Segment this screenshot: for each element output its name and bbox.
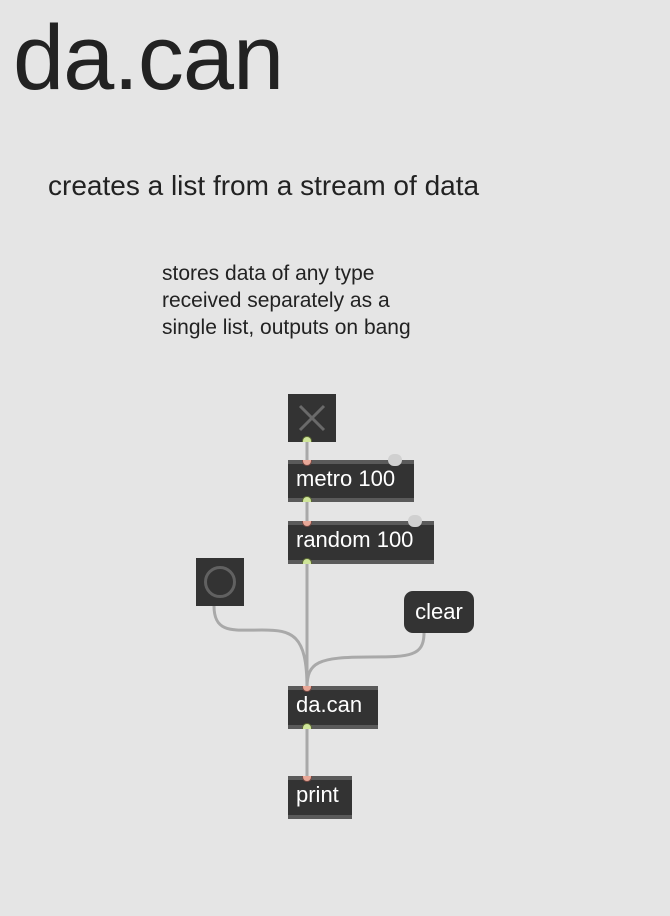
cord-bang-dacan: [212, 604, 309, 690]
toggle-button[interactable]: [288, 394, 336, 442]
patcher-title: da.can: [13, 7, 284, 109]
metro-attr-knob[interactable]: [388, 454, 402, 466]
dacan-object[interactable]: da.can: [288, 686, 378, 729]
help-comment: stores data of any type received separat…: [162, 260, 482, 341]
cord-clear-dacan: [305, 631, 426, 690]
print-object[interactable]: print: [288, 776, 352, 819]
comment-line: received separately as a: [162, 289, 390, 312]
metro-object[interactable]: metro 100: [288, 454, 414, 502]
clear-message[interactable]: clear: [404, 591, 474, 633]
toggle-x-icon: [298, 404, 326, 432]
random-inlet[interactable]: [302, 521, 312, 527]
comment-line: single list, outputs on bang: [162, 316, 411, 339]
dacan-label: da.can: [296, 692, 363, 717]
print-label: print: [296, 782, 339, 807]
comment-line: stores data of any type: [162, 262, 375, 285]
metro-outlet[interactable]: [302, 496, 312, 502]
metro-inlet[interactable]: [302, 460, 312, 466]
dacan-outlet[interactable]: [302, 723, 312, 729]
random-object[interactable]: random 100: [288, 515, 434, 564]
random-label: random 100: [296, 527, 414, 552]
toggle-outlet[interactable]: [302, 436, 312, 442]
random-attr-knob[interactable]: [408, 515, 422, 527]
metro-label: metro 100: [296, 466, 396, 491]
bang-button[interactable]: [196, 558, 244, 606]
random-outlet[interactable]: [302, 558, 312, 564]
bang-circle-icon: [204, 566, 236, 598]
patcher-subtitle: creates a list from a stream of data: [48, 170, 480, 201]
